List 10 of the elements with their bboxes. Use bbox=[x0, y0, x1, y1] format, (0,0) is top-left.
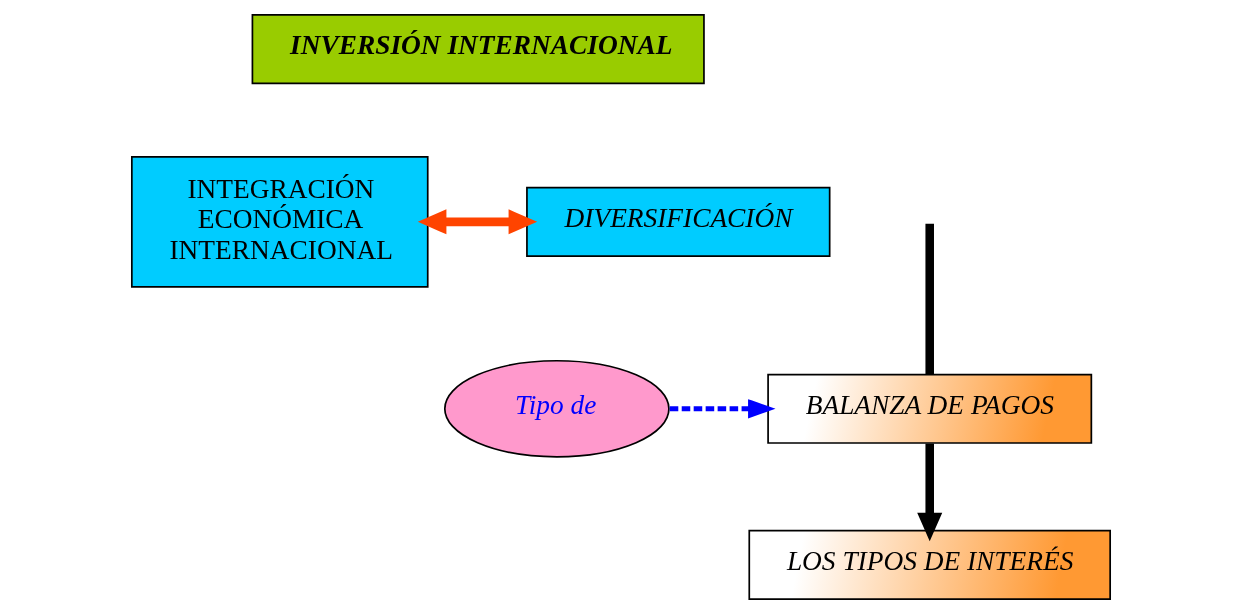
connector bbox=[925, 223, 934, 375]
arrow bbox=[417, 209, 538, 235]
node-box: INTEGRACIÓN ECONÓMICA INTERNACIONAL bbox=[131, 156, 429, 288]
node-box: DIVERSIFICACIÓN bbox=[526, 186, 831, 257]
node-box: LOS TIPOS DE INTERÉS bbox=[748, 529, 1111, 600]
node-box: INVERSIÓN INTERNACIONAL bbox=[251, 14, 705, 85]
node-ellipse: Tipo de bbox=[443, 359, 670, 458]
node-box: BALANZA DE PAGOS bbox=[767, 373, 1093, 444]
arrow bbox=[669, 399, 776, 419]
arrow bbox=[917, 443, 943, 542]
